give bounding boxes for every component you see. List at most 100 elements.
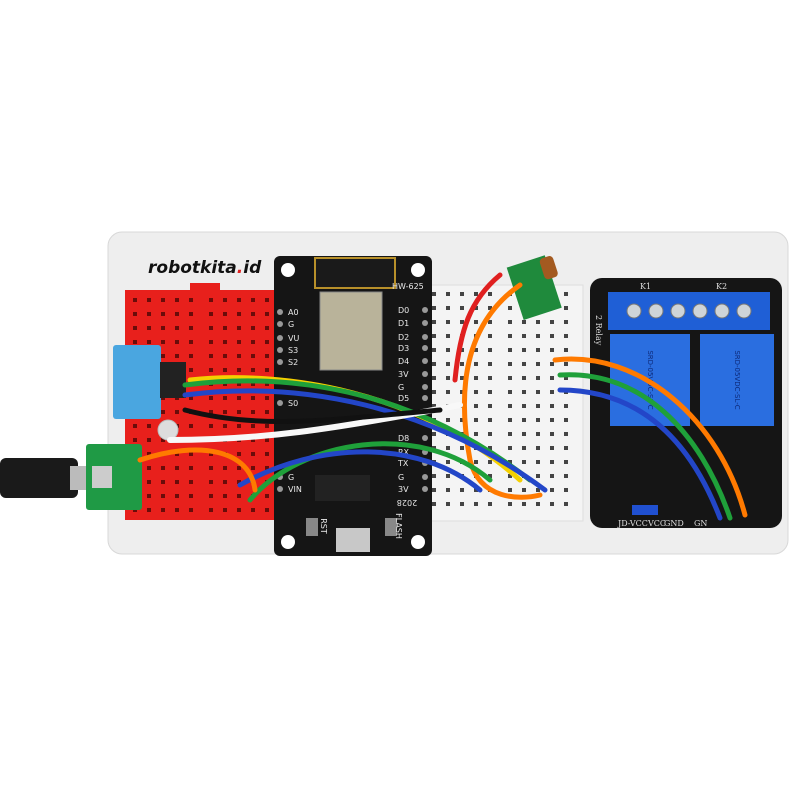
breadboard-hole xyxy=(209,396,213,400)
breadboard-hole xyxy=(536,348,540,352)
breadboard-hole xyxy=(265,396,269,400)
breadboard-hole xyxy=(550,488,554,492)
pin-label-right: G xyxy=(398,473,404,482)
pin-label-left: A0 xyxy=(288,308,299,317)
breadboard-hole xyxy=(550,432,554,436)
breadboard-hole xyxy=(209,410,213,414)
breadboard-hole xyxy=(161,326,165,330)
breadboard-hole xyxy=(265,438,269,442)
rf-module xyxy=(506,255,562,320)
breadboard-hole xyxy=(189,340,193,344)
micro-usb-port[interactable] xyxy=(336,528,370,552)
usb-cable xyxy=(0,458,92,498)
breadboard-hole xyxy=(550,418,554,422)
breadboard-hole xyxy=(251,466,255,470)
breadboard-hole xyxy=(564,446,568,450)
breadboard-hole xyxy=(432,404,436,408)
breadboard-hole xyxy=(175,354,179,358)
breadboard-hole xyxy=(446,390,450,394)
breadboard-hole xyxy=(209,354,213,358)
breadboard-hole xyxy=(522,432,526,436)
breadboard-hole xyxy=(237,466,241,470)
breadboard-hole xyxy=(265,494,269,498)
terminal-screw[interactable] xyxy=(692,303,708,319)
breadboard-hole xyxy=(508,446,512,450)
breadboard-hole xyxy=(488,404,492,408)
breadboard-hole xyxy=(432,348,436,352)
breadboard-hole xyxy=(189,298,193,302)
breadboard-hole xyxy=(175,312,179,316)
breadboard-hole xyxy=(446,306,450,310)
terminal-screw[interactable] xyxy=(736,303,752,319)
breadboard-hole xyxy=(251,396,255,400)
breadboard-hole xyxy=(460,306,464,310)
terminal-screw[interactable] xyxy=(648,303,664,319)
breadboard-hole xyxy=(237,480,241,484)
relay-title: 2 Relay xyxy=(594,315,603,346)
breadboard-hole xyxy=(550,362,554,366)
breadboard-hole xyxy=(237,312,241,316)
breadboard-hole xyxy=(536,502,540,506)
breadboard-hole xyxy=(265,354,269,358)
pin-label-left: S0 xyxy=(288,399,298,408)
breadboard-hole xyxy=(564,460,568,464)
breadboard-hole xyxy=(460,390,464,394)
breadboard-hole xyxy=(522,376,526,380)
flash-button[interactable] xyxy=(385,518,397,536)
breadboard-hole xyxy=(536,390,540,394)
header-pin xyxy=(422,486,428,492)
breadboard-hole xyxy=(508,348,512,352)
breadboard-hole xyxy=(265,466,269,470)
breadboard-hole xyxy=(488,320,492,324)
pin-label-left: S2 xyxy=(288,358,298,367)
terminal-screw[interactable] xyxy=(714,303,730,319)
pin-label-right: D4 xyxy=(398,357,409,366)
breadboard-hole xyxy=(161,312,165,316)
breadboard-hole xyxy=(488,292,492,296)
breadboard-hole xyxy=(564,488,568,492)
pin-label-right: D3 xyxy=(398,344,409,353)
breadboard-hole xyxy=(175,326,179,330)
header-pin xyxy=(422,358,428,364)
breadboard-hole xyxy=(488,334,492,338)
breadboard-hole xyxy=(209,452,213,456)
breadboard-hole xyxy=(488,446,492,450)
relay-module: SRD-05VDC-SL-C SRD-05VDC-SL-C K1 K2 2 Re… xyxy=(590,278,782,528)
breadboard-hole xyxy=(251,354,255,358)
breadboard-hole xyxy=(508,390,512,394)
breadboard-hole xyxy=(223,312,227,316)
breadboard-hole xyxy=(460,446,464,450)
breadboard-hole xyxy=(265,368,269,372)
breadboard-hole xyxy=(251,452,255,456)
breadboard-hole xyxy=(564,334,568,338)
breadboard-hole xyxy=(446,348,450,352)
breadboard-hole xyxy=(175,410,179,414)
breadboard-hole xyxy=(564,432,568,436)
breadboard-hole xyxy=(265,340,269,344)
terminal-screw[interactable] xyxy=(670,303,686,319)
rst-button[interactable] xyxy=(306,518,318,536)
breadboard-hole xyxy=(237,410,241,414)
breadboard-hole xyxy=(251,424,255,428)
breadboard-hole xyxy=(147,508,151,512)
jumper[interactable] xyxy=(632,505,658,515)
breadboard-hole xyxy=(536,362,540,366)
pin-label-right: G xyxy=(398,383,404,392)
header-pin xyxy=(277,359,283,365)
breadboard-hole xyxy=(432,306,436,310)
breadboard-hole xyxy=(161,466,165,470)
breadboard-hole xyxy=(223,340,227,344)
breadboard-hole xyxy=(432,376,436,380)
k1-label: K1 xyxy=(640,282,651,291)
breadboard-hole xyxy=(133,326,137,330)
breadboard-hole xyxy=(508,404,512,408)
breadboard-hole xyxy=(223,382,227,386)
breadboard-hole xyxy=(522,404,526,408)
breadboard-hole xyxy=(209,424,213,428)
breadboard-hole xyxy=(147,326,151,330)
breadboard-hole xyxy=(536,320,540,324)
breadboard-hole xyxy=(460,292,464,296)
terminal-screw[interactable] xyxy=(626,303,642,319)
breadboard-hole xyxy=(189,312,193,316)
